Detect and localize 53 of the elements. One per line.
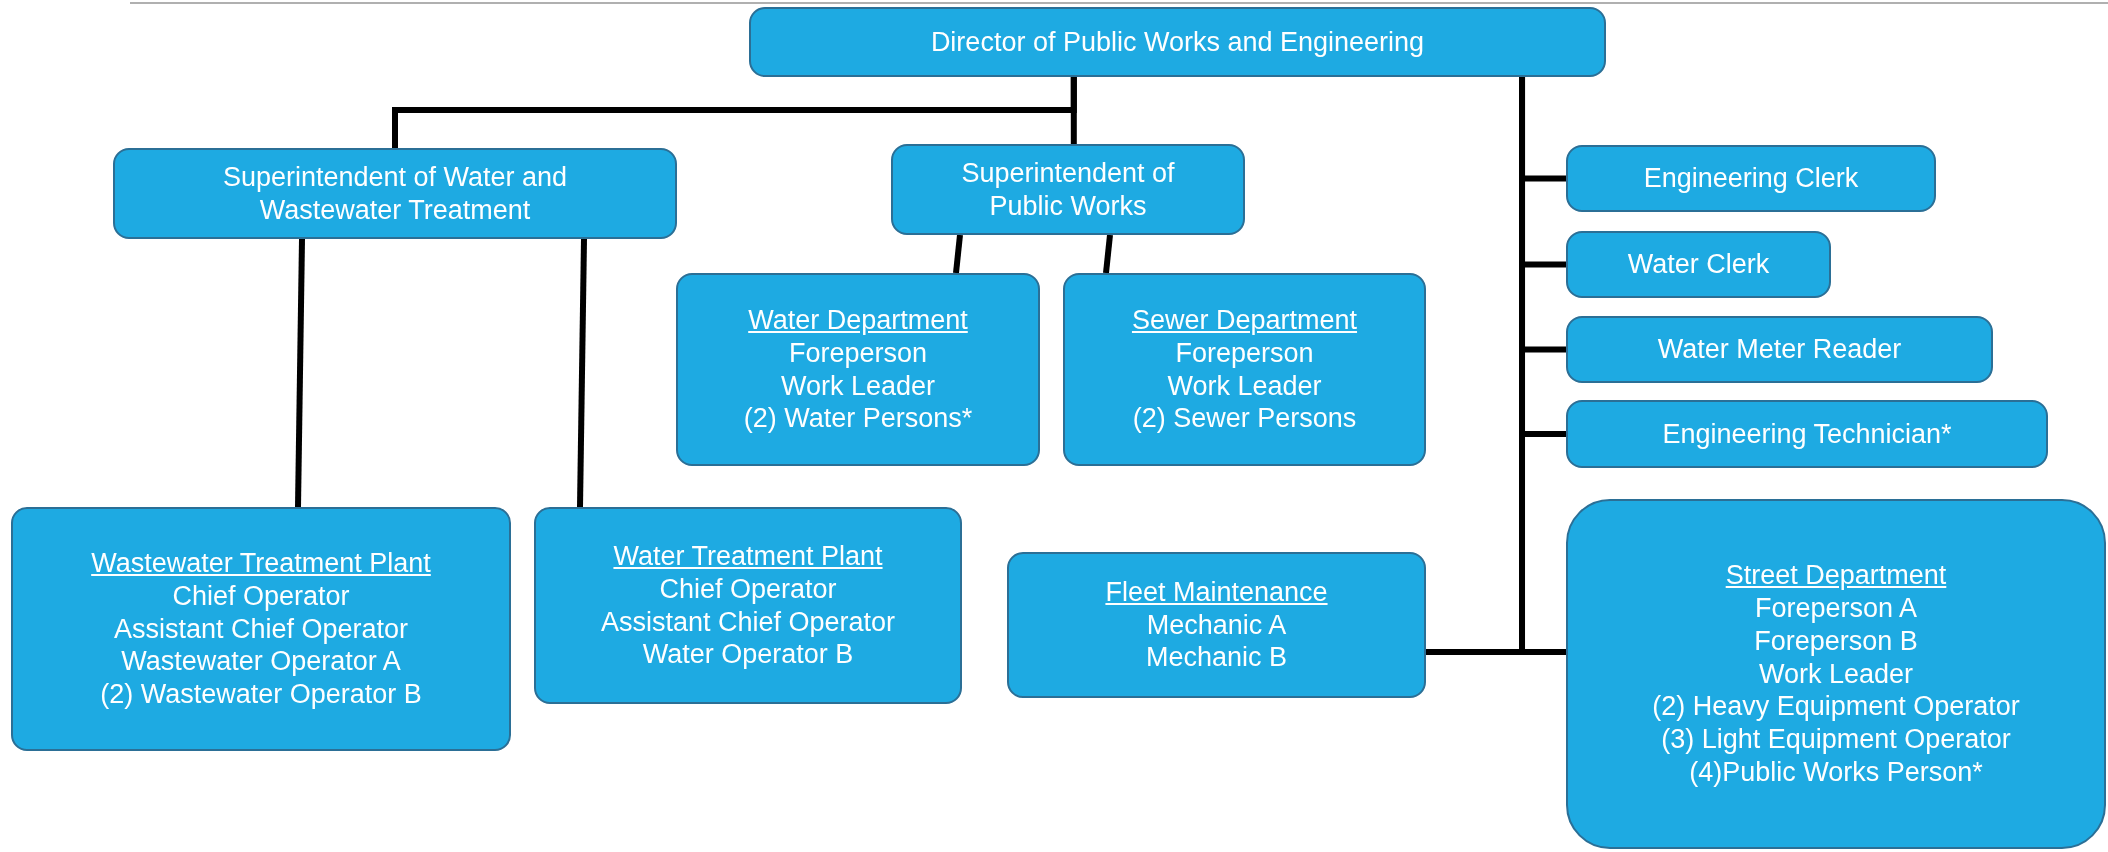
role-text: (4)Public Works Person* — [1689, 756, 1983, 790]
role-text: Chief Operator — [659, 572, 837, 606]
department-title: Fleet Maintenance — [1105, 575, 1328, 609]
position-title: Engineering Clerk — [1643, 162, 1859, 195]
role-text: Water Operator B — [642, 638, 854, 672]
role-text: Foreperson — [788, 336, 928, 370]
position-box — [1566, 145, 1936, 212]
role-text: Foreperson — [1175, 336, 1314, 370]
role-text: (2) Sewer Persons — [1132, 402, 1357, 436]
department-box — [534, 507, 962, 704]
role-text: Wastewater Operator A — [121, 645, 401, 679]
role-text: Mechanic A — [1146, 608, 1287, 642]
position-box — [1566, 400, 2048, 468]
role-text: Work Leader — [1167, 369, 1322, 403]
role-text: Work Leader — [1758, 657, 1914, 691]
position-box — [1566, 231, 1831, 298]
department-title: Wastewater Treatment Plant — [91, 546, 431, 580]
role-text: Assistant Chief Operator — [600, 605, 896, 639]
department-box — [1007, 552, 1426, 698]
position-box — [1566, 316, 1993, 383]
role-text: Mechanic B — [1145, 641, 1288, 675]
position-box — [749, 7, 1606, 77]
position-box — [113, 148, 677, 239]
role-text: (2) Heavy Equipment Operator — [1652, 690, 2020, 724]
department-title: Sewer Department — [1131, 303, 1358, 337]
role-text: (2) Wastewater Operator B — [100, 678, 422, 712]
role-text: Foreperson B — [1754, 624, 1918, 658]
position-title: Engineering Technician* — [1662, 417, 1952, 451]
role-text: Work Leader — [780, 369, 936, 403]
department-box — [1566, 499, 2106, 849]
connector-line — [577, 238, 587, 508]
role-text: (3) Light Equipment Operator — [1661, 723, 2011, 757]
position-title: Director of Public Works and Engineering — [930, 25, 1425, 59]
position-title: Superintendent of Public Works — [960, 156, 1176, 223]
connector-line — [953, 234, 963, 274]
department-title: Water Treatment Plant — [613, 539, 883, 573]
connector-line — [1519, 77, 1566, 655]
role-text: Foreperson A — [1754, 591, 1918, 625]
role-text: Chief Operator — [172, 579, 350, 613]
position-title: Water Clerk — [1627, 248, 1770, 281]
position-title: Water Meter Reader — [1657, 333, 1902, 366]
department-title: Water Department — [748, 303, 968, 337]
department-title: Street Department — [1725, 558, 1947, 592]
role-text: Assistant Chief Operator — [113, 612, 409, 646]
role-text: (2) Water Persons* — [743, 402, 973, 436]
connector-line — [1070, 77, 1077, 144]
connector-line — [295, 238, 305, 508]
position-box — [891, 144, 1245, 235]
department-box — [11, 507, 511, 751]
position-title: Superintendent of Water and Wastewater Treatment — [221, 160, 569, 227]
connector-line — [1103, 234, 1113, 274]
department-box — [676, 273, 1040, 466]
department-box — [1063, 273, 1426, 466]
